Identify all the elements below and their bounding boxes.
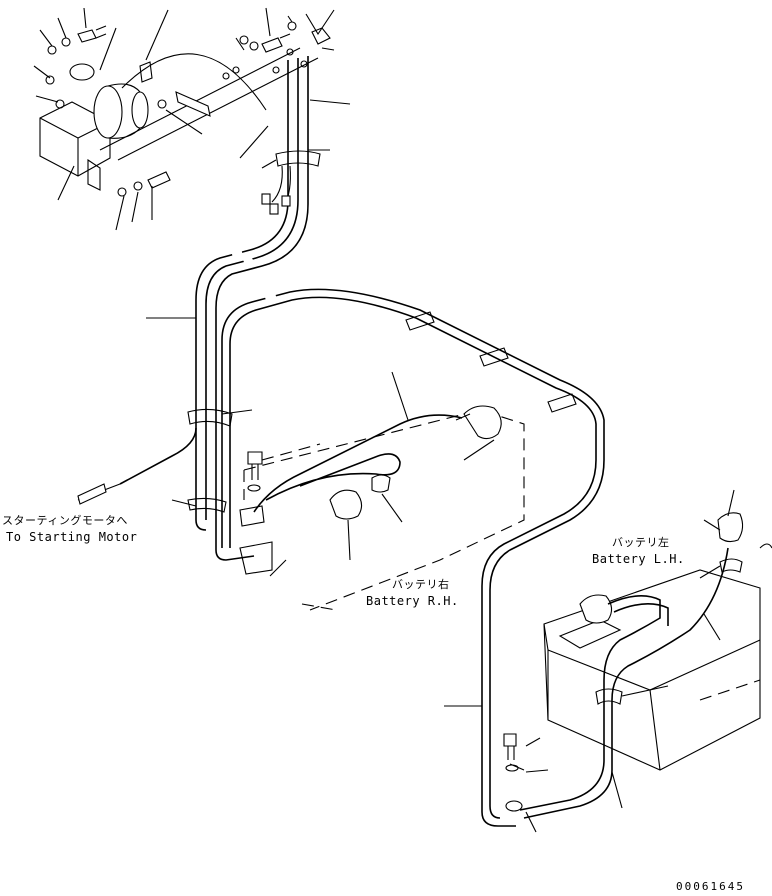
main-harness	[77, 56, 351, 561]
label-battery-lh-jp: バッテリ左	[612, 536, 670, 549]
battery-right	[239, 371, 525, 611]
top-terminals	[121, 7, 335, 135]
long-cable	[221, 288, 605, 827]
label-starting-motor-jp: スターティングモータへ	[2, 514, 128, 527]
label-battery-rh-jp: バッテリ右	[392, 578, 450, 591]
label-battery-lh-en: Battery L.H.	[592, 552, 685, 566]
drawing-number: 00061645	[676, 880, 745, 893]
battery-left	[503, 489, 772, 833]
label-battery-rh-en: Battery R.H.	[366, 594, 459, 608]
label-starting-motor-en: To Starting Motor	[6, 530, 138, 544]
relay-assembly	[33, 7, 171, 231]
